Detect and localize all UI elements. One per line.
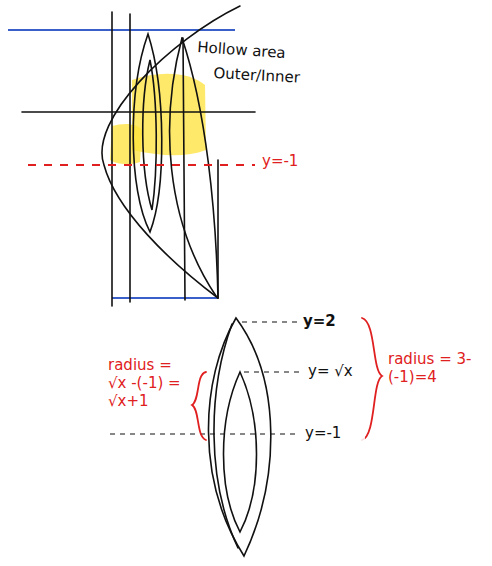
dashed-line [110,433,300,434]
blue-line [112,297,218,299]
lens [133,34,162,232]
note-text: Outer/Inner [213,64,324,88]
bound-lines [8,30,235,298]
highlight [110,74,206,165]
axis-line [129,14,131,302]
bracket [192,372,206,440]
outer-lens [214,324,238,548]
axis-line [217,160,219,298]
curve [170,38,216,296]
lens [143,60,157,210]
level-label: y=-1 [305,424,365,442]
level-label: y= √x [308,362,360,380]
axis-line [22,111,255,113]
level-label: y=2 [303,312,353,330]
radius-note: radius = 3-(-1)=4 [388,350,484,386]
inner-lens [224,372,257,532]
radius-note: radius = √x -(-1) = √x+1 [108,356,188,410]
bottom-figure [208,318,270,556]
outer-lens [208,318,270,556]
dashed-line [28,164,255,166]
bracket [362,318,382,440]
axis-line [111,12,113,306]
dashed-line [242,321,298,322]
hollow-highlight [110,124,142,164]
dashed-line [244,371,304,372]
axis-line [183,38,185,300]
level-label: y=-1 [262,152,322,170]
note-text: Hollow area [197,38,308,64]
brackets [192,318,382,440]
